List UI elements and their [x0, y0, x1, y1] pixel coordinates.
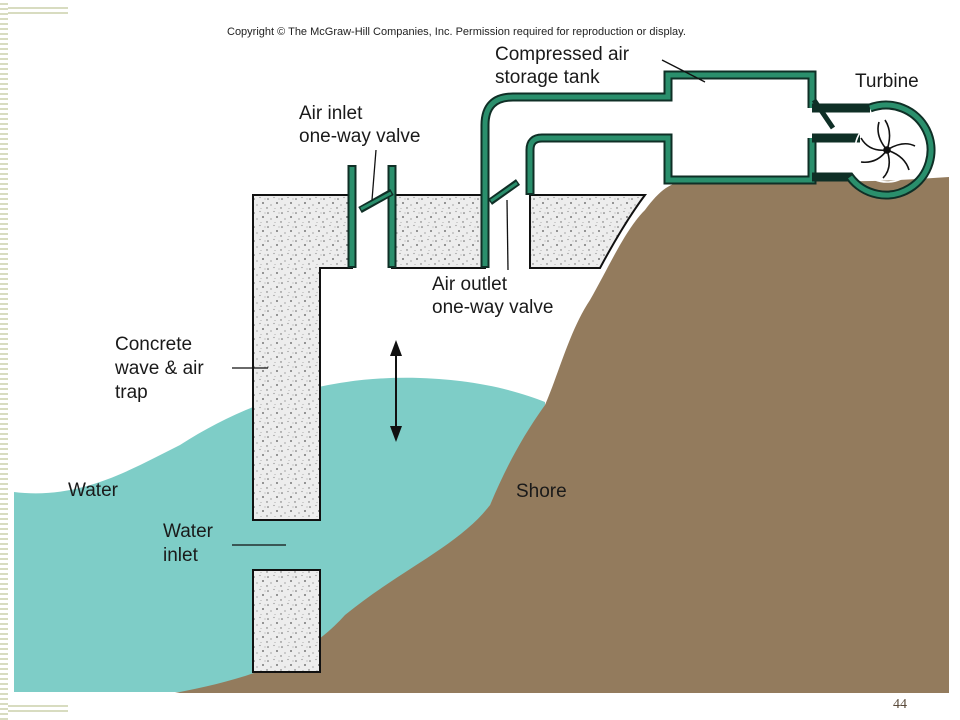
air-outlet-leader: [506, 199, 509, 271]
concrete-block-lower: [252, 569, 321, 673]
bottom-decorative-stripe: [8, 702, 68, 714]
label-air-outlet-1: Air outlet: [432, 274, 508, 295]
label-air-outlet-2: one-way valve: [432, 297, 553, 318]
concrete-block-right: [529, 194, 647, 269]
water-level-arrow: [390, 340, 402, 442]
label-shore: Shore: [516, 481, 567, 502]
label-water-inlet-1: Water: [163, 521, 214, 542]
concrete-block-middle: [391, 194, 486, 269]
label-water: Water: [68, 480, 119, 501]
label-water-inlet-2: inlet: [163, 545, 199, 566]
page-number: 44: [893, 697, 907, 712]
air-inlet-leader: [371, 149, 377, 201]
turbine-rotor: [854, 117, 920, 183]
tank-leader: [661, 59, 706, 83]
label-air-inlet-1: Air inlet: [299, 103, 363, 124]
shore-land: [175, 177, 949, 693]
label-air-inlet-2: one-way valve: [299, 126, 420, 147]
label-concrete-2: wave & air: [114, 358, 204, 379]
label-concrete-1: Concrete: [115, 334, 192, 355]
label-compressed-air-2: storage tank: [495, 67, 600, 88]
copyright-notice: Copyright © The McGraw-Hill Companies, I…: [227, 26, 686, 38]
label-concrete-3: trap: [115, 382, 148, 403]
left-decorative-stripe: [0, 0, 8, 720]
top-decorative-stripe: [8, 4, 68, 16]
label-compressed-air-1: Compressed air: [495, 44, 630, 65]
label-turbine: Turbine: [855, 71, 919, 92]
turbine-deflector: [811, 98, 836, 130]
water-body: [14, 377, 545, 692]
